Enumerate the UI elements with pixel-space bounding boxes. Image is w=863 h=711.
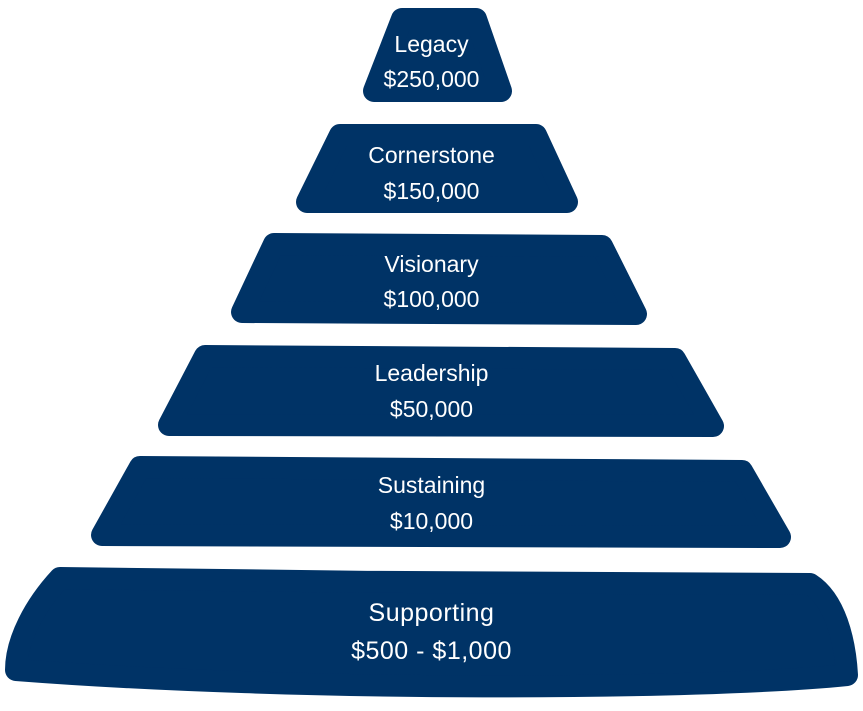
tier-legacy-shape <box>363 8 512 102</box>
tier-supporting-amount: $500 - $1,000 <box>351 637 512 665</box>
tier-leadership-shape <box>158 345 724 437</box>
tier-visionary-name: Visionary <box>384 251 479 277</box>
tier-sustaining-shape <box>91 456 791 548</box>
tier-supporting-name: Supporting <box>368 599 495 627</box>
tier-visionary-shape <box>231 233 647 325</box>
tier-visionary-amount: $100,000 <box>383 286 480 312</box>
tier-leadership-name: Leadership <box>374 360 489 386</box>
tier-supporting-shape <box>5 567 858 698</box>
tier-legacy-amount: $250,000 <box>383 66 480 92</box>
tier-cornerstone-name: Cornerstone <box>368 142 495 168</box>
tier-cornerstone-shape <box>296 124 578 213</box>
tier-sustaining-name: Sustaining <box>377 472 486 498</box>
tier-legacy-name: Legacy <box>394 31 469 57</box>
tier-sustaining-amount: $10,000 <box>389 508 474 534</box>
tier-leadership-amount: $50,000 <box>389 396 474 422</box>
tier-cornerstone-amount: $150,000 <box>383 178 480 204</box>
